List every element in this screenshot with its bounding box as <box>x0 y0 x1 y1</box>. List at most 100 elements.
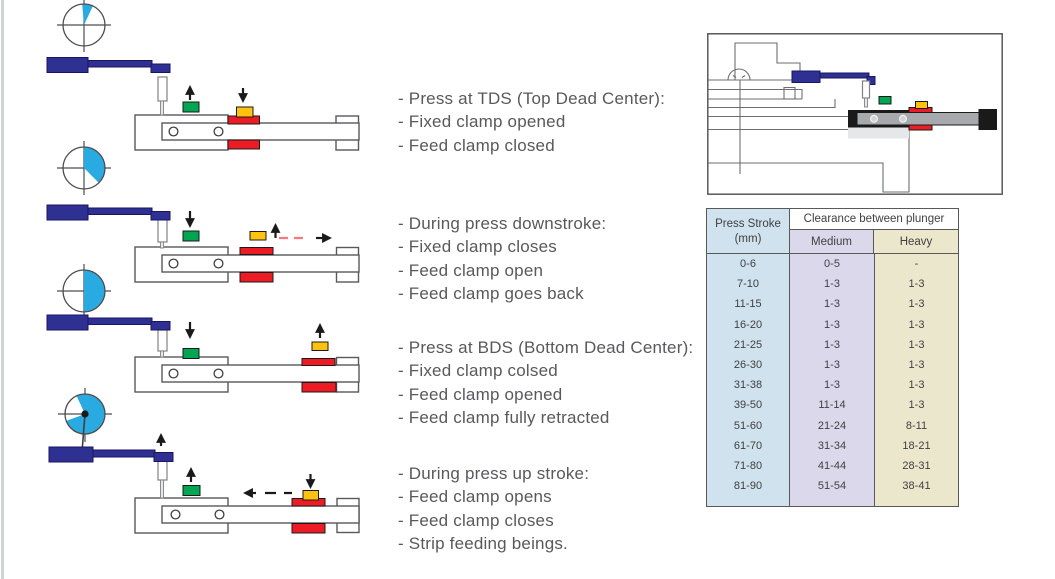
step-text-tdc: - Press at TDS (Top Dead Center): - Fixed… <box>398 87 718 157</box>
table-cell: 26-30 <box>707 354 790 376</box>
die-shadow <box>848 127 909 139</box>
table-cell: 51-60 <box>707 415 790 436</box>
feed-clamp-top <box>301 358 336 366</box>
press-arm <box>46 57 171 73</box>
table-cell: 38-41 <box>875 476 958 497</box>
plunger-stem <box>160 100 164 116</box>
press-arm <box>46 314 171 331</box>
table-header: Press Stroke (mm) Clearance between plun… <box>707 209 958 253</box>
step-line: - Feed clamp open <box>398 260 544 280</box>
bar-hole <box>168 368 179 379</box>
crank-position-indicator-icon <box>57 0 111 52</box>
bar-hole <box>168 258 179 269</box>
table-cell: 1-3 <box>790 375 875 396</box>
step-line: - Press at TDS (Top Dead Center): <box>398 89 666 108</box>
table-cell: 1-3 <box>875 395 958 416</box>
bar-hole <box>213 368 224 379</box>
press-arm <box>48 446 174 463</box>
table-cell: 1-3 <box>790 294 875 315</box>
fixed-clamp <box>182 230 200 242</box>
step-line: - Fixed clamp colsed <box>398 361 558 381</box>
step-line: - Feed clamp goes back <box>398 284 584 304</box>
step-text-upstroke: - During press up stroke: - Feed clamp op… <box>398 462 718 556</box>
press-arm <box>791 70 876 85</box>
feed-bar <box>161 122 360 141</box>
feed-bar <box>161 254 360 273</box>
press-stroke-header: Press Stroke (mm) <box>707 209 790 253</box>
table-cell: 71-80 <box>707 455 790 477</box>
press-frame-outline <box>708 42 910 193</box>
feed-clamp-top <box>239 247 274 255</box>
scan-edge-strip <box>1 0 4 579</box>
bar-hole <box>213 126 224 137</box>
step-line: - During press up stroke: <box>398 464 590 483</box>
table-cell: 0-6 <box>707 254 790 275</box>
step-line: - Feed clamp closed <box>398 135 555 155</box>
feed-clamp-actuator <box>249 231 267 241</box>
table-cell: 16-20 <box>707 314 790 335</box>
table-cell: 1-3 <box>790 354 875 376</box>
bar-end-cap <box>978 109 997 130</box>
press-stroke-header-line1: Press Stroke <box>715 217 781 230</box>
table-cell: 21-24 <box>790 415 875 436</box>
table-cell: 51-54 <box>790 476 875 497</box>
table-cell: 81-90 <box>707 476 790 497</box>
table-cell: 1-3 <box>875 375 958 396</box>
step-line: - Feed clamp opens <box>398 487 552 507</box>
diagram-press-upstroke <box>48 388 360 534</box>
press-cycle-diagrams <box>46 0 360 534</box>
feed-clamp-bottom <box>301 382 337 393</box>
table-cell: 1-3 <box>790 334 875 355</box>
fixed-clamp <box>878 96 892 105</box>
table-cell: 31-34 <box>790 435 875 456</box>
feed-clamp-bottom <box>908 124 933 131</box>
feed-bar <box>161 505 360 524</box>
bar-hole <box>870 114 879 123</box>
step-text-bdc: - Press at BDS (Bottom Dead Center):- Fi… <box>398 336 718 430</box>
clearance-table: Press Stroke (mm) Clearance between plun… <box>706 208 959 508</box>
feed-clamp-bottom <box>291 523 326 534</box>
feed-clamp-bottom <box>227 139 260 150</box>
feed-clamp-actuator <box>302 490 319 501</box>
bar-hole <box>213 258 224 269</box>
press-arm <box>46 204 171 221</box>
table-faded-row <box>707 496 958 507</box>
table-cell: 1-3 <box>875 274 958 295</box>
plunger <box>157 329 168 352</box>
table-cell: 28-31 <box>875 455 958 477</box>
bar-hole <box>214 509 225 520</box>
step-line: - Feed clamp opened <box>398 384 563 404</box>
table-cell: 0-5 <box>790 254 875 275</box>
fixed-clamp <box>182 485 201 496</box>
bar-hole <box>899 114 908 123</box>
feed-clamp-actuator <box>236 106 254 118</box>
crank-position-indicator-icon <box>57 264 111 318</box>
plunger-stem <box>160 479 164 499</box>
press-assembly-drawing <box>707 33 1003 195</box>
step-line: - Fixed clamp opened <box>398 112 566 132</box>
step-text-downstroke: - During press downstroke:- Fixed clamp … <box>398 212 718 306</box>
diagram-press-at-bdc <box>46 264 360 393</box>
table-cell: 1-3 <box>875 334 958 355</box>
plunger-stem <box>864 97 868 108</box>
table-cell: 11-14 <box>790 395 875 416</box>
table-cell: 31-38 <box>707 375 790 396</box>
table-cell: 1-3 <box>790 274 875 295</box>
crank-position-indicator-icon <box>58 388 112 456</box>
table-cell: 7-10 <box>707 274 790 295</box>
table-cell: 1-3 <box>875 314 958 335</box>
plunger-stem <box>160 350 164 358</box>
table-cell: 11-15 <box>707 294 790 315</box>
feed-clamp-actuator <box>311 341 329 351</box>
table-faded-cell <box>707 496 790 507</box>
